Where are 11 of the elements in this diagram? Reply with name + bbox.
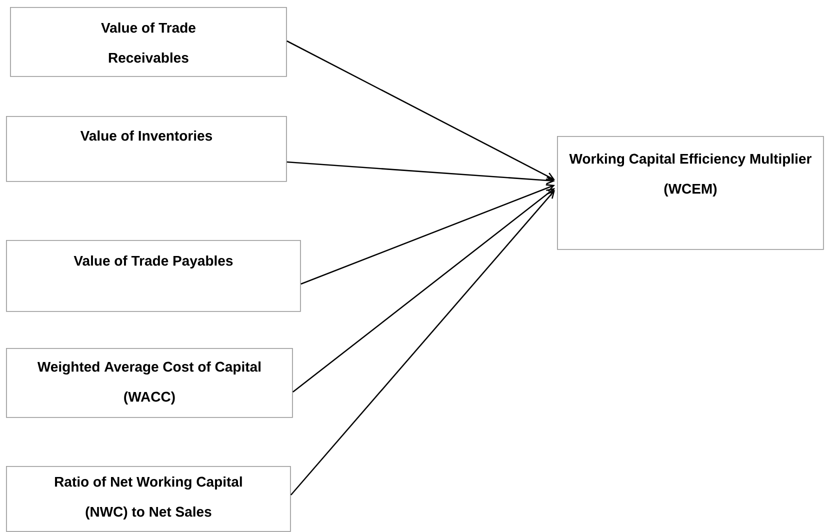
arrow	[292, 188, 555, 392]
text-box: Value of Trade Payables	[6, 240, 301, 312]
arrow	[286, 40, 555, 180]
text-box: Value of Inventories	[6, 116, 287, 182]
arrow	[290, 190, 555, 496]
arrow	[300, 184, 555, 285]
arrow	[286, 161, 555, 184]
text-box: Value of Trade Receivables	[10, 7, 287, 77]
text-box: Working Capital Efficiency Multiplier (WCEM)	[557, 136, 824, 250]
text-box: Ratio of Net Working Capital (NWC) to Net Sales	[6, 466, 291, 532]
text-box: Weighted Average Cost of Capital (WACC)	[6, 348, 293, 418]
